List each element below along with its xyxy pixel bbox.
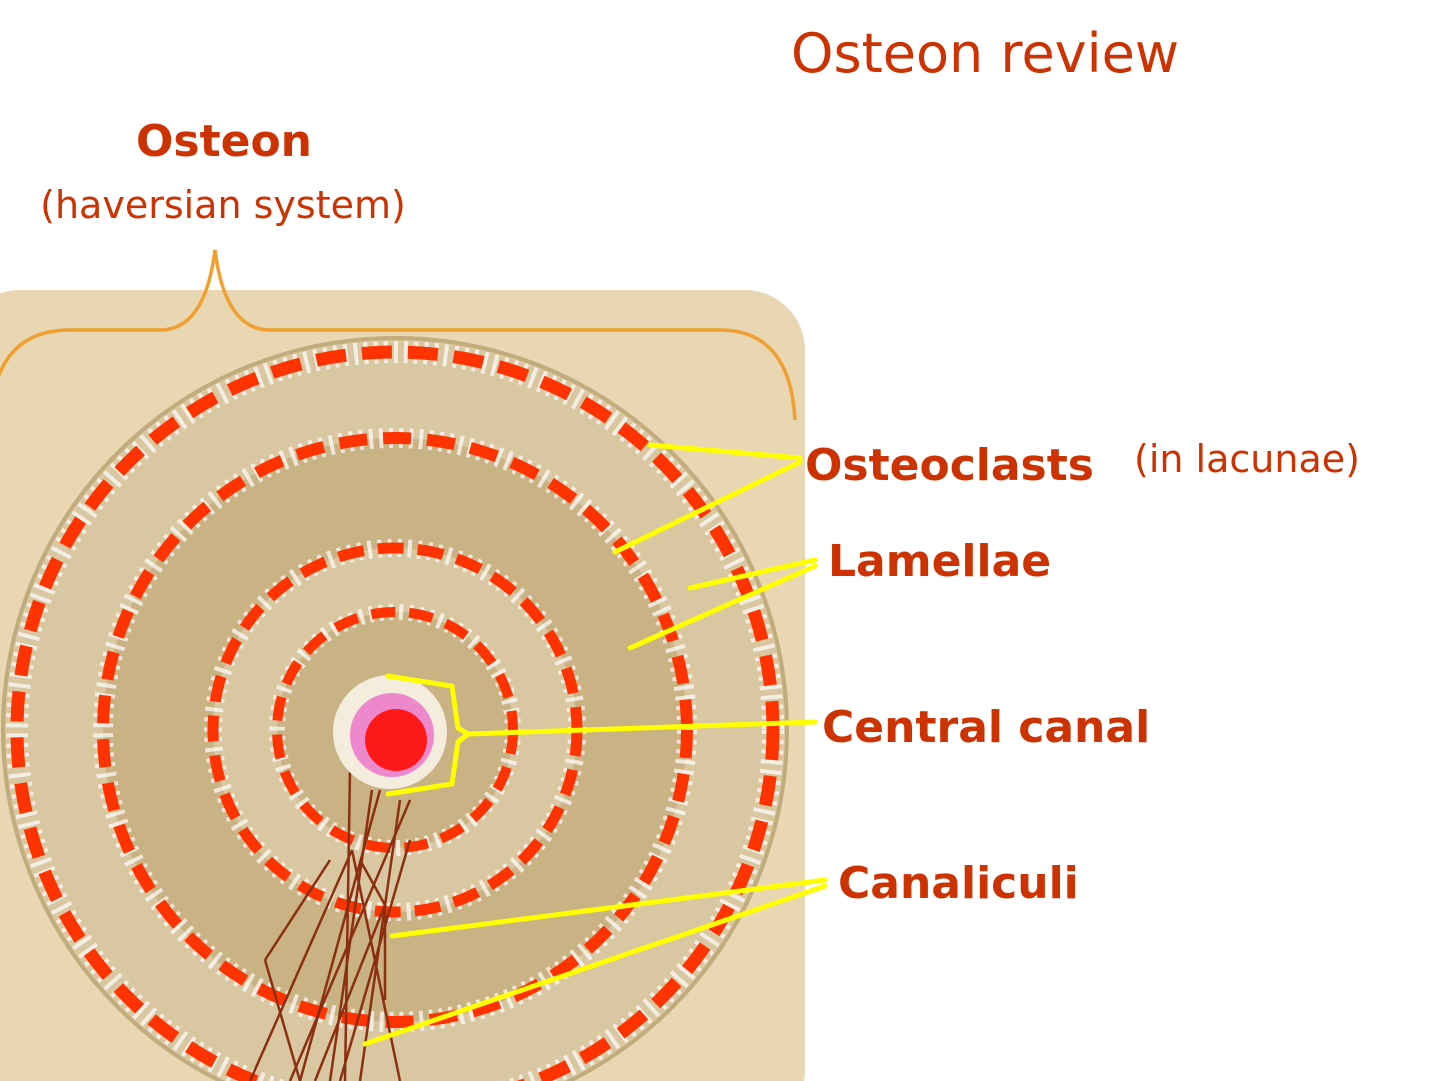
osteoclasts-leader (612, 442, 803, 555)
canaliculi-leader (362, 877, 828, 1047)
lacunae-ring-2 (97, 432, 693, 1028)
osteoclasts-note: (in lacunae) (1134, 437, 1360, 481)
lamellae-label: Lamellae (828, 536, 1051, 587)
osteon-sublabel: (haversian system) (40, 183, 406, 227)
osteoclasts-label: Osteoclasts (805, 440, 1094, 491)
lamellae-leader (627, 557, 818, 651)
central-canal-label: Central canal (822, 702, 1150, 753)
osteon-label: Osteon (136, 116, 312, 167)
canaliculi-label: Canaliculi (838, 858, 1079, 909)
canaliculi-lines (248, 769, 412, 1081)
lacunae-ring-1 (10, 345, 780, 1081)
page-title: Osteon review (791, 22, 1179, 85)
central-canal-leader (385, 673, 818, 797)
central-canal (365, 709, 427, 771)
osteon-brace (0, 249, 797, 421)
